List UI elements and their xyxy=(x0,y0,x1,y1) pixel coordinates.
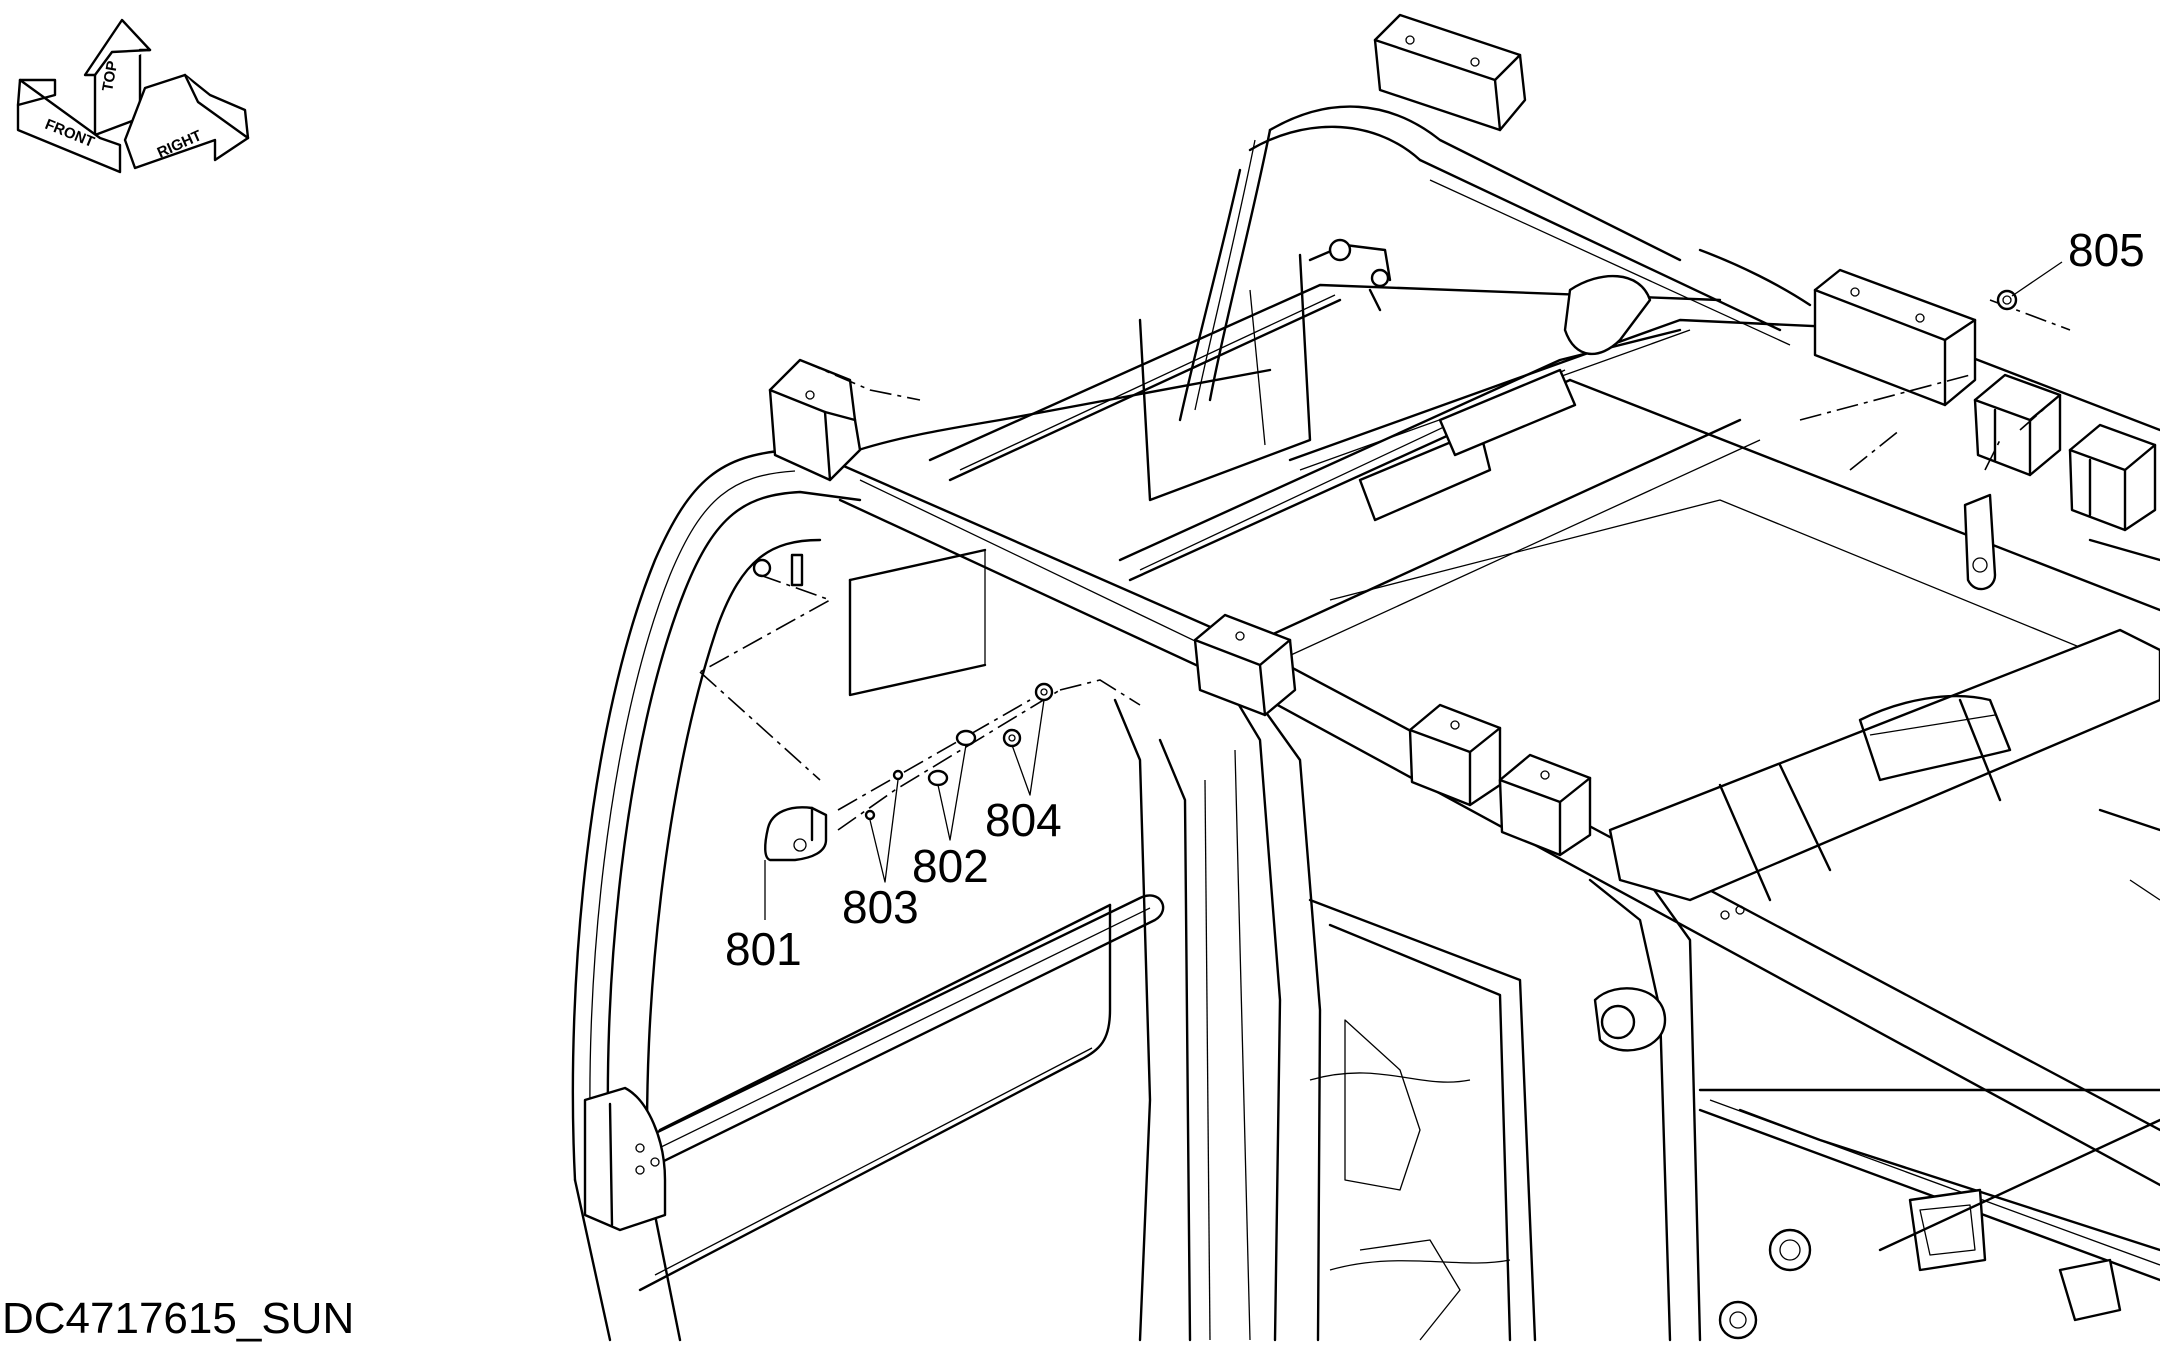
roof-bracket-center xyxy=(1193,613,1297,717)
roof-bracket-rear-left xyxy=(1373,13,1527,132)
roof-bracket-front-left xyxy=(768,358,921,482)
part-803-bolt xyxy=(864,769,904,821)
assembly-guide-lines xyxy=(699,299,2071,831)
roof-bracket-rear-right xyxy=(1813,268,1977,407)
part-801-mirror-bracket xyxy=(764,806,828,862)
part-804-nut xyxy=(1002,682,1054,748)
orientation-arrow-icon: TOP FRONT RIGHT xyxy=(16,18,250,174)
callout-801: 801 xyxy=(725,923,802,975)
drawing-code: DC4717615_SUN xyxy=(2,1294,354,1343)
part-805-nut xyxy=(1996,289,2018,311)
part-802-washer xyxy=(927,729,977,787)
callout-805: 805 xyxy=(2068,224,2145,276)
roof-bracket-right-1 xyxy=(1973,373,2062,477)
leader-lines xyxy=(764,261,2063,920)
callout-802: 802 xyxy=(912,840,989,892)
orientation-label-top: TOP xyxy=(99,60,121,93)
callout-803: 803 xyxy=(842,881,919,933)
roof-bracket-front-mid-1 xyxy=(1408,703,1502,807)
roof-bracket-right-2 xyxy=(2068,423,2157,532)
callout-804: 804 xyxy=(985,794,1062,846)
roof-bracket-front-mid-2 xyxy=(1498,753,1592,857)
cab-frame-drawing xyxy=(571,13,2160,1342)
